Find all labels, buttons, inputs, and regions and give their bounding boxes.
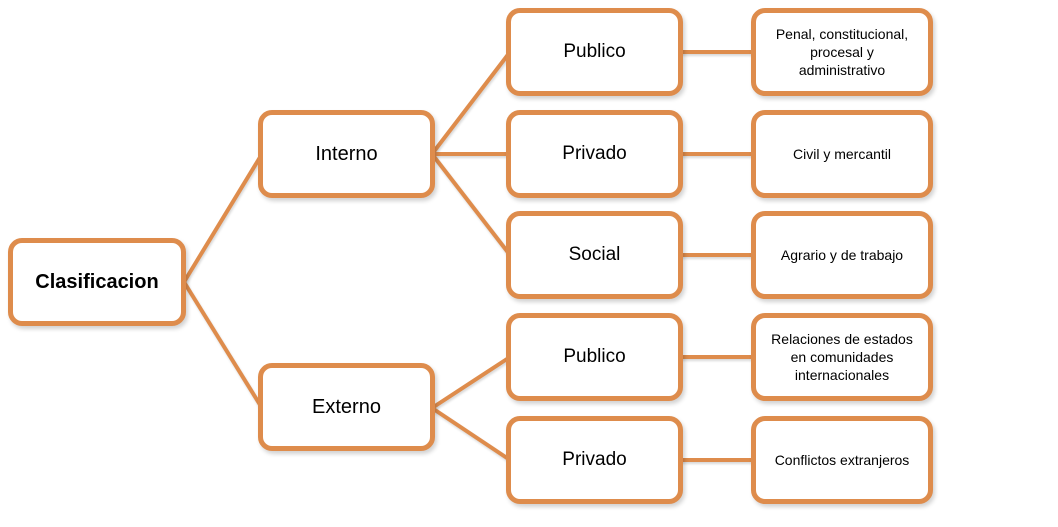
node-interno-privado-label: Privado [562,143,627,164]
node-externo-publico: Publico [506,313,683,401]
connector-line [430,152,512,257]
connector-line [430,406,512,462]
detail-externo-publico-text: Relaciones de estados en comunidades int… [771,330,913,384]
detail-interno-social: Agrario y de trabajo [751,211,933,299]
node-interno-privado: Privado [506,110,683,198]
node-clasificacion: Clasificacion [8,238,186,326]
connector-line [430,50,512,156]
detail-interno-publico: Penal, constitucional, procesal y admini… [751,8,933,96]
node-externo-label: Externo [312,395,381,418]
node-interno-social: Social [506,211,683,299]
node-interno-publico-label: Publico [563,41,626,62]
connector-line [430,355,512,410]
detail-interno-privado: Civil y mercantil [751,110,933,198]
node-externo-privado: Privado [506,416,683,504]
node-externo-publico-label: Publico [563,346,626,367]
node-externo: Externo [258,363,435,451]
node-interno-label: Interno [315,142,378,165]
detail-externo-privado-text: Conflictos extranjeros [774,451,910,468]
detail-externo-publico: Relaciones de estados en comunidades int… [751,313,933,401]
connector-line [182,152,264,284]
node-interno-social-label: Social [568,244,621,265]
node-clasificacion-label: Clasificacion [35,270,159,293]
detail-externo-privado: Conflictos extranjeros [751,416,933,504]
detail-interno-privado-text: Civil y mercantil [792,145,891,162]
detail-interno-publico-text: Penal, constitucional, procesal y admini… [775,25,909,79]
detail-interno-social-text: Agrario y de trabajo [780,246,904,263]
node-externo-privado-label: Privado [562,449,627,470]
node-interno: Interno [258,110,435,198]
connector-line [182,280,264,410]
node-interno-publico: Publico [506,8,683,96]
